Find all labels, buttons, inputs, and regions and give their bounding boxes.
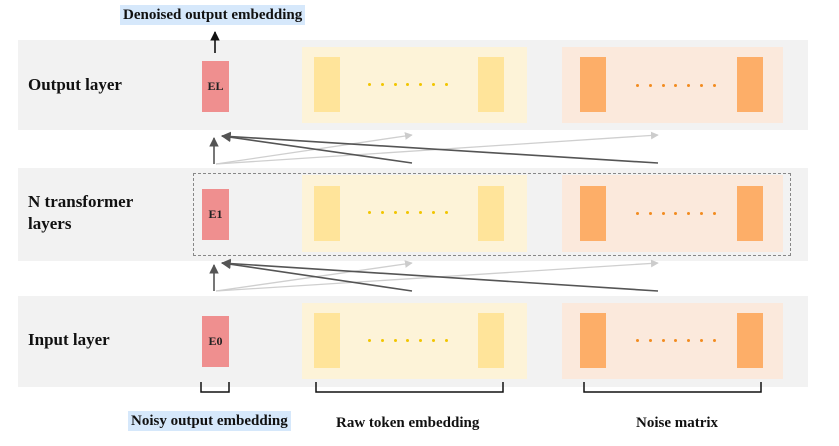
noise-token-input-last (737, 313, 763, 368)
noise-token-output-first (580, 57, 606, 112)
noise-bracket (583, 382, 762, 393)
transformer-dashed-frame (193, 173, 791, 256)
raw-token-input-first (314, 313, 340, 368)
noise-ellipsis-output (636, 84, 716, 90)
noise-token-input-first (580, 313, 606, 368)
noise-ellipsis-input (636, 339, 716, 345)
noise-ellipsis-transformer (636, 212, 716, 218)
noisy-output-caption: Noisy output embedding (128, 411, 291, 431)
noise-token-transformer-last (737, 186, 763, 241)
noise-token-output-last (737, 57, 763, 112)
embedding-e1: E1 (202, 189, 229, 240)
raw-token-transformer-last (478, 186, 504, 241)
output-layer-label: Output layer (28, 75, 122, 94)
raw-token-caption: Raw token embedding (336, 415, 480, 431)
noise-matrix-caption: Noise matrix (636, 415, 719, 431)
raw-token-output-last (478, 57, 504, 112)
noisy-bracket (200, 382, 230, 393)
raw-ellipsis-output (368, 83, 448, 89)
embedding-el: EL (202, 61, 229, 112)
denoised-output-title: Denoised output embedding (120, 5, 306, 25)
raw-token-transformer-first (314, 186, 340, 241)
raw-token-output-first (314, 57, 340, 112)
raw-ellipsis-transformer (368, 211, 448, 217)
input-layer-label: Input layer (28, 330, 110, 349)
transformer-layers-label: N transformer layers (28, 192, 133, 233)
embedding-e0: E0 (202, 316, 229, 367)
raw-token-input-last (478, 313, 504, 368)
raw-ellipsis-input (368, 339, 448, 345)
noise-token-transformer-first (580, 186, 606, 241)
raw-bracket (315, 382, 504, 393)
